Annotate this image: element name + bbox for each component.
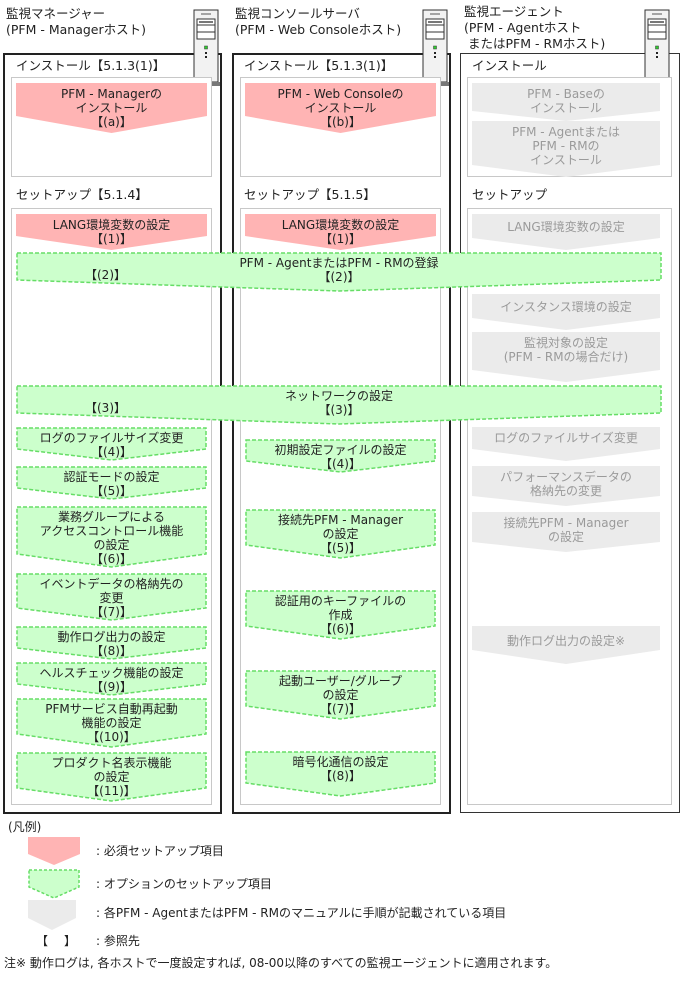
step-lang-manager: LANG環境変数の設定 【(1)】	[16, 214, 207, 250]
step-actionlog-agent: 動作ログ出力の設定※	[472, 626, 660, 664]
host-title-agent: 監視エージェント (PFM - Agentホスト またはPFM - RMホスト)	[464, 4, 606, 51]
step-connmanager-agent: 接続先PFM - Manager の設定	[472, 512, 660, 552]
legend-title: (凡例)	[8, 820, 42, 834]
step-label: LANG環境変数の設定	[507, 220, 625, 234]
step-label: パフォーマンスデータの 格納先の変更	[500, 470, 632, 498]
step-install-console: PFM - Web Consoleの インストール 【(b)】	[245, 83, 436, 133]
legend-manual-label: : 各PFM - AgentまたはPFM - RMのマニュアルに手順が記載されて…	[96, 906, 507, 920]
step-register-agent-spanning: PFM - AgentまたはPFM - RMの登録 【(2)】	[16, 252, 662, 292]
step-label: 接続先PFM - Manager の設定	[503, 516, 629, 544]
manager-install-label: インストール【5.1.3(1)】	[16, 58, 166, 73]
step-startuser-console: 起動ユーザー/グループ の設定 【(7)】	[245, 670, 436, 720]
step-label: 動作ログ出力の設定 【(8)】	[57, 630, 166, 658]
step-label: PFM - AgentまたはPFM - RMの登録 【(2)】	[239, 256, 439, 284]
step-label: ログのファイルサイズ変更 【(4)】	[39, 431, 184, 459]
host-title-manager: 監視マネージャー (PFM - Managerホスト)	[6, 6, 147, 37]
step-logsize-manager: ログのファイルサイズ変更 【(4)】	[16, 427, 207, 461]
step-label: 初期設定ファイルの設定 【(4)】	[274, 443, 407, 471]
step-label: LANG環境変数の設定 【(1)】	[52, 218, 171, 246]
step-keyfile-console: 認証用のキーファイルの 作成 【(6)】	[245, 590, 436, 640]
step-label: PFM - Baseの インストール	[527, 87, 605, 115]
footnote: 注※ 動作ログは, 各ホストで一度設定すれば, 08-00以降のすべての監視エー…	[4, 956, 558, 970]
step-label: 起動ユーザー/グループ の設定 【(7)】	[278, 674, 403, 716]
step-target-agent: 監視対象の設定 (PFM - RMの場合だけ)	[472, 332, 660, 382]
step-perfdata-agent: パフォーマンスデータの 格納先の変更	[472, 466, 660, 506]
ref-3-manager: 【(3)】	[85, 401, 126, 415]
step-actionlog-manager: 動作ログ出力の設定 【(8)】	[16, 626, 207, 660]
step-label: 認証用のキーファイルの 作成 【(6)】	[274, 594, 407, 636]
console-install-label: インストール【5.1.3(1)】	[244, 58, 394, 73]
step-authmode-manager: 認証モードの設定 【(5)】	[16, 466, 207, 500]
step-lang-console: LANG環境変数の設定 【(1)】	[245, 214, 436, 250]
legend-optional-icon	[28, 869, 80, 899]
step-eventdata-manager: イベントデータの格納先の 変更 【(7)】	[16, 573, 207, 621]
step-lang-agent: LANG環境変数の設定	[472, 214, 660, 250]
step-autorestart-manager: PFMサービス自動再起動 機能の設定 【(10)】	[16, 698, 207, 748]
step-install-base-agent: PFM - Baseの インストール	[472, 83, 660, 121]
host-title-console: 監視コンソールサーバ (PFM - Web Consoleホスト)	[235, 6, 402, 37]
manager-setup-label: セットアップ【5.1.4】	[16, 187, 148, 202]
step-label: 動作ログ出力の設定※	[506, 634, 626, 648]
step-encryption-console: 暗号化通信の設定 【(8)】	[245, 751, 436, 797]
legend-reference-symbol: 【 】	[36, 934, 79, 948]
step-connmanager-console: 接続先PFM - Manager の設定 【(5)】	[245, 509, 436, 559]
agent-install-label: インストール	[472, 58, 547, 73]
legend-required-icon	[28, 837, 80, 865]
step-productname-manager: プロダクト名表示機能 の設定 【(11)】	[16, 752, 207, 802]
legend-reference-label: : 参照先	[96, 934, 140, 948]
step-initfile-console: 初期設定ファイルの設定 【(4)】	[245, 439, 436, 473]
step-label: プロダクト名表示機能 の設定 【(11)】	[51, 756, 172, 798]
step-label: PFM - Agentまたは PFM - RMの インストール	[512, 125, 620, 167]
step-label: ネットワークの設定 【(3)】	[284, 389, 393, 417]
step-label: 認証モードの設定 【(5)】	[63, 470, 160, 498]
step-label: LANG環境変数の設定 【(1)】	[281, 218, 400, 246]
step-logsize-agent: ログのファイルサイズ変更	[472, 427, 660, 461]
step-label: PFMサービス自動再起動 機能の設定 【(10)】	[45, 702, 178, 744]
step-healthcheck-manager: ヘルスチェック機能の設定 【(9)】	[16, 662, 207, 696]
ref-2-manager: 【(2)】	[85, 268, 126, 282]
legend-optional-label: : オプションのセットアップ項目	[96, 877, 272, 891]
server-icon	[643, 9, 671, 86]
step-install-manager: PFM - Managerの インストール 【(a)】	[16, 83, 207, 133]
step-label: 業務グループによる アクセスコントロール機能 の設定 【(6)】	[39, 510, 184, 566]
legend-required-label: : 必須セットアップ項目	[96, 844, 224, 858]
step-instance-agent: インスタンス環境の設定	[472, 294, 660, 330]
server-icon	[421, 9, 449, 86]
console-setup-label: セットアップ【5.1.5】	[244, 187, 376, 202]
step-label: 暗号化通信の設定 【(8)】	[292, 755, 389, 783]
step-label: PFM - Managerの インストール 【(a)】	[60, 87, 163, 129]
step-label: イベントデータの格納先の 変更 【(7)】	[39, 577, 184, 619]
step-label: 監視対象の設定 (PFM - RMの場合だけ)	[503, 336, 629, 364]
step-network-spanning: ネットワークの設定 【(3)】	[16, 385, 662, 425]
agent-setup-label: セットアップ	[472, 187, 548, 202]
step-label: ログのファイルサイズ変更	[494, 431, 638, 445]
step-accesscontrol-manager: 業務グループによる アクセスコントロール機能 の設定 【(6)】	[16, 506, 207, 568]
step-install-agent: PFM - Agentまたは PFM - RMの インストール	[472, 121, 660, 177]
step-label: PFM - Web Consoleの インストール 【(b)】	[277, 87, 404, 129]
step-label: 接続先PFM - Manager の設定 【(5)】	[277, 513, 404, 555]
step-label: ヘルスチェック機能の設定 【(9)】	[39, 666, 184, 694]
server-icon	[192, 9, 220, 86]
step-label: インスタンス環境の設定	[500, 300, 632, 314]
legend-manual-icon	[28, 900, 76, 930]
